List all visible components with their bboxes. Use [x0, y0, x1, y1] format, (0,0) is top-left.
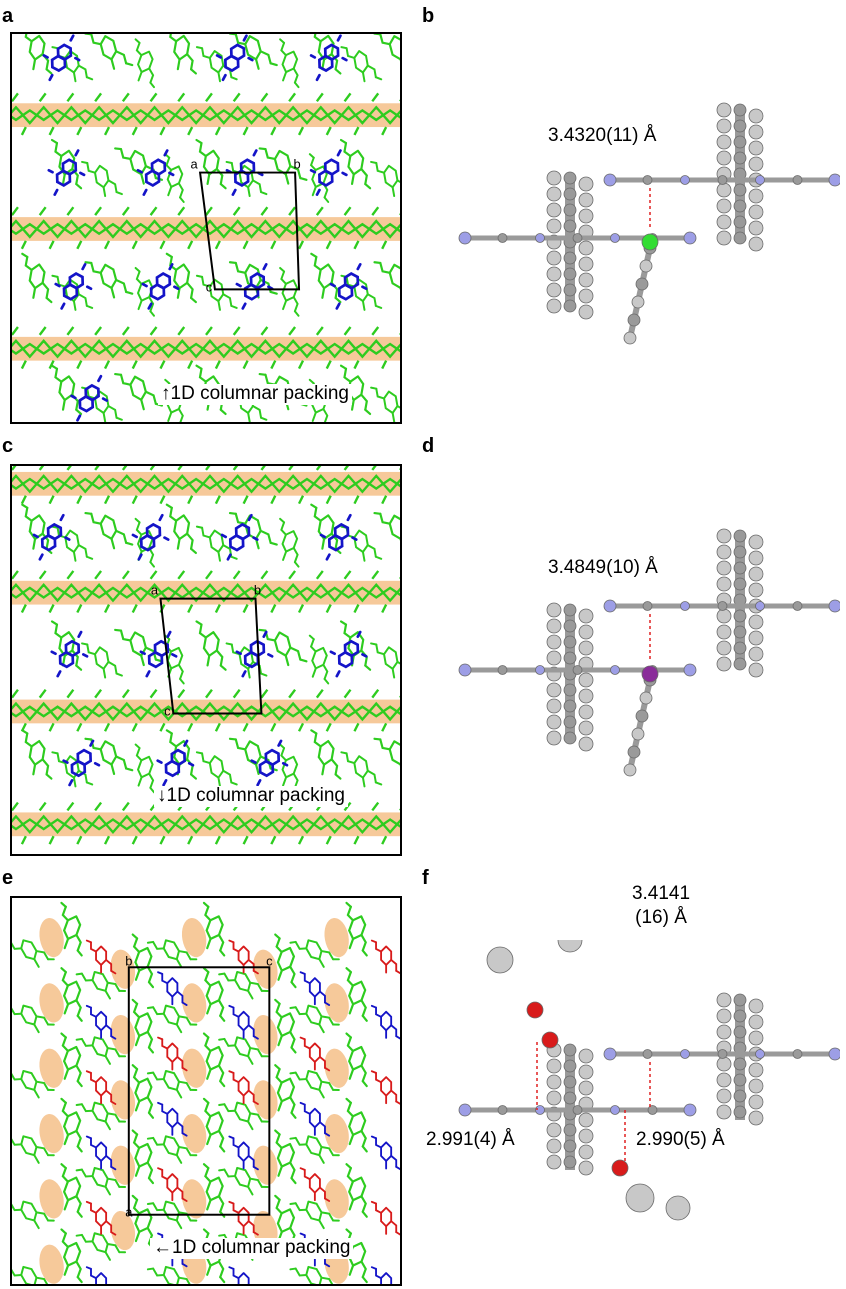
- panel-label-a: a: [2, 5, 14, 27]
- dimer-view-f: [440, 940, 840, 1250]
- cell-axis-label: b: [125, 953, 132, 968]
- up-arrow-icon: ↑: [161, 383, 171, 404]
- packing-art-a: a b c: [12, 34, 400, 422]
- panel-label-b: b: [422, 5, 435, 27]
- left-arrow-icon: ←: [153, 1237, 172, 1258]
- cell-axis-label: c: [164, 703, 171, 718]
- panel-label-c: c: [2, 435, 14, 457]
- packing-art-e: b c a: [12, 901, 400, 1284]
- distance-label-f-right: 2.990(5) Å: [636, 1129, 725, 1150]
- cell-axis-label: a: [151, 583, 159, 598]
- columnar-note-e: ←1D columnar packing: [150, 1237, 354, 1259]
- cell-axis-label: a: [191, 157, 199, 172]
- cell-axis-label: c: [266, 953, 273, 968]
- packing-art-c: a b c: [12, 466, 400, 845]
- columnar-note-c: ↓1D columnar packing: [154, 785, 348, 807]
- cell-axis-label: a: [125, 1205, 133, 1220]
- cell-axis-label: c: [206, 279, 213, 294]
- dimer-art-b: [458, 102, 840, 345]
- dimer-view-b: [440, 80, 840, 380]
- packing-view-c: a b c ↓1D columnar packing: [10, 464, 402, 856]
- distance-label-f-main: 3.4141 (16) Å: [631, 883, 691, 928]
- down-arrow-icon: ↓: [157, 785, 167, 806]
- columnar-note-a: ↑1D columnar packing: [158, 383, 352, 405]
- panel-label-e: e: [2, 867, 14, 889]
- distance-label-f-left: 2.991(4) Å: [426, 1129, 515, 1150]
- dimer-art-d: [458, 528, 840, 777]
- packing-view-e: b c a ←1D columnar packing: [10, 896, 402, 1286]
- panel-label-f: f: [422, 867, 429, 889]
- distance-label-d: 3.4849(10) Å: [548, 557, 658, 578]
- cell-axis-label: b: [254, 583, 261, 598]
- dimer-view-d: [440, 510, 840, 820]
- panel-label-d: d: [422, 435, 435, 457]
- cell-axis-label: b: [293, 157, 300, 172]
- dimer-art-f: [458, 940, 840, 1221]
- packing-view-a: a b c ↑1D columnar packing: [10, 32, 402, 424]
- distance-label-b: 3.4320(11) Å: [548, 125, 657, 146]
